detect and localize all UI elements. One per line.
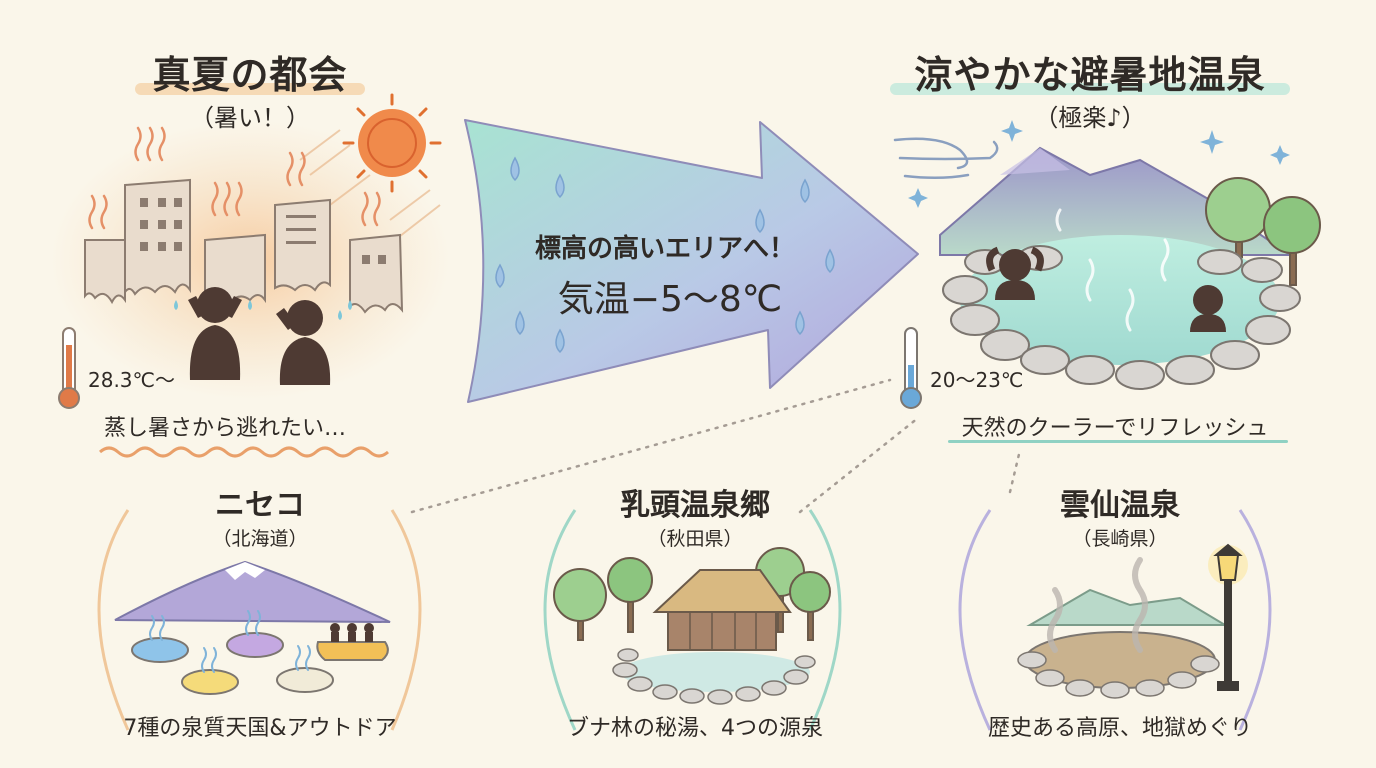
thermometer-cool-icon	[900, 327, 922, 409]
cool-temperature: 20〜23℃	[930, 368, 1024, 392]
card-niseko-caption: 7種の泉質天国&アウトドア	[123, 716, 397, 741]
wind-icon	[893, 137, 999, 179]
hot-city-subtitle: （暑い！）	[190, 104, 310, 132]
sparkle-icons	[908, 120, 1290, 208]
hot-temperature: 28.3℃〜	[88, 368, 175, 392]
card-unzen-subtitle: （長崎県）	[1072, 528, 1168, 550]
card-unzen-illustration	[958, 509, 1272, 731]
sweating-people	[188, 287, 331, 385]
card-nyuto-subtitle: （秋田県）	[647, 528, 743, 550]
card-unzen-caption: 歴史ある高原、地獄めぐり	[987, 716, 1252, 741]
cool-caption: 天然のクーラーでリフレッシュ	[961, 416, 1269, 441]
transition-arrow	[464, 119, 919, 403]
cool-onsen-title: 涼やかな避暑地温泉	[914, 53, 1266, 97]
hot-city-title: 真夏の都会	[152, 53, 348, 97]
thermometer-hot-icon	[58, 327, 80, 409]
card-nyuto-illustration	[543, 509, 842, 731]
lamp-post-icon	[1208, 543, 1248, 691]
card-nyuto-caption: ブナ林の秘湯、4つの源泉	[567, 716, 823, 741]
card-niseko-subtitle: （北海道）	[212, 528, 308, 550]
card-unzen-title: 雲仙温泉	[1060, 488, 1180, 523]
card-niseko-title: ニセコ	[215, 488, 305, 523]
hot-city-illustration	[50, 83, 450, 458]
bathers	[986, 246, 1226, 332]
arrow-text-destination: 標高の高いエリアへ！	[534, 234, 795, 264]
card-niseko-illustration	[97, 509, 422, 731]
card-nyuto-title: 乳頭温泉郷	[620, 488, 770, 523]
dotted-connectors	[410, 378, 1022, 514]
cool-onsen-subtitle: （極楽♪）	[1034, 104, 1146, 132]
cool-onsen-illustration	[890, 83, 1321, 443]
sun-icon	[342, 93, 442, 193]
hot-caption: 蒸し暑さから逃れたい…	[104, 416, 347, 441]
green-trees	[1205, 177, 1321, 286]
arrow-text-temperature-drop: 気温−5〜8℃	[557, 279, 783, 320]
